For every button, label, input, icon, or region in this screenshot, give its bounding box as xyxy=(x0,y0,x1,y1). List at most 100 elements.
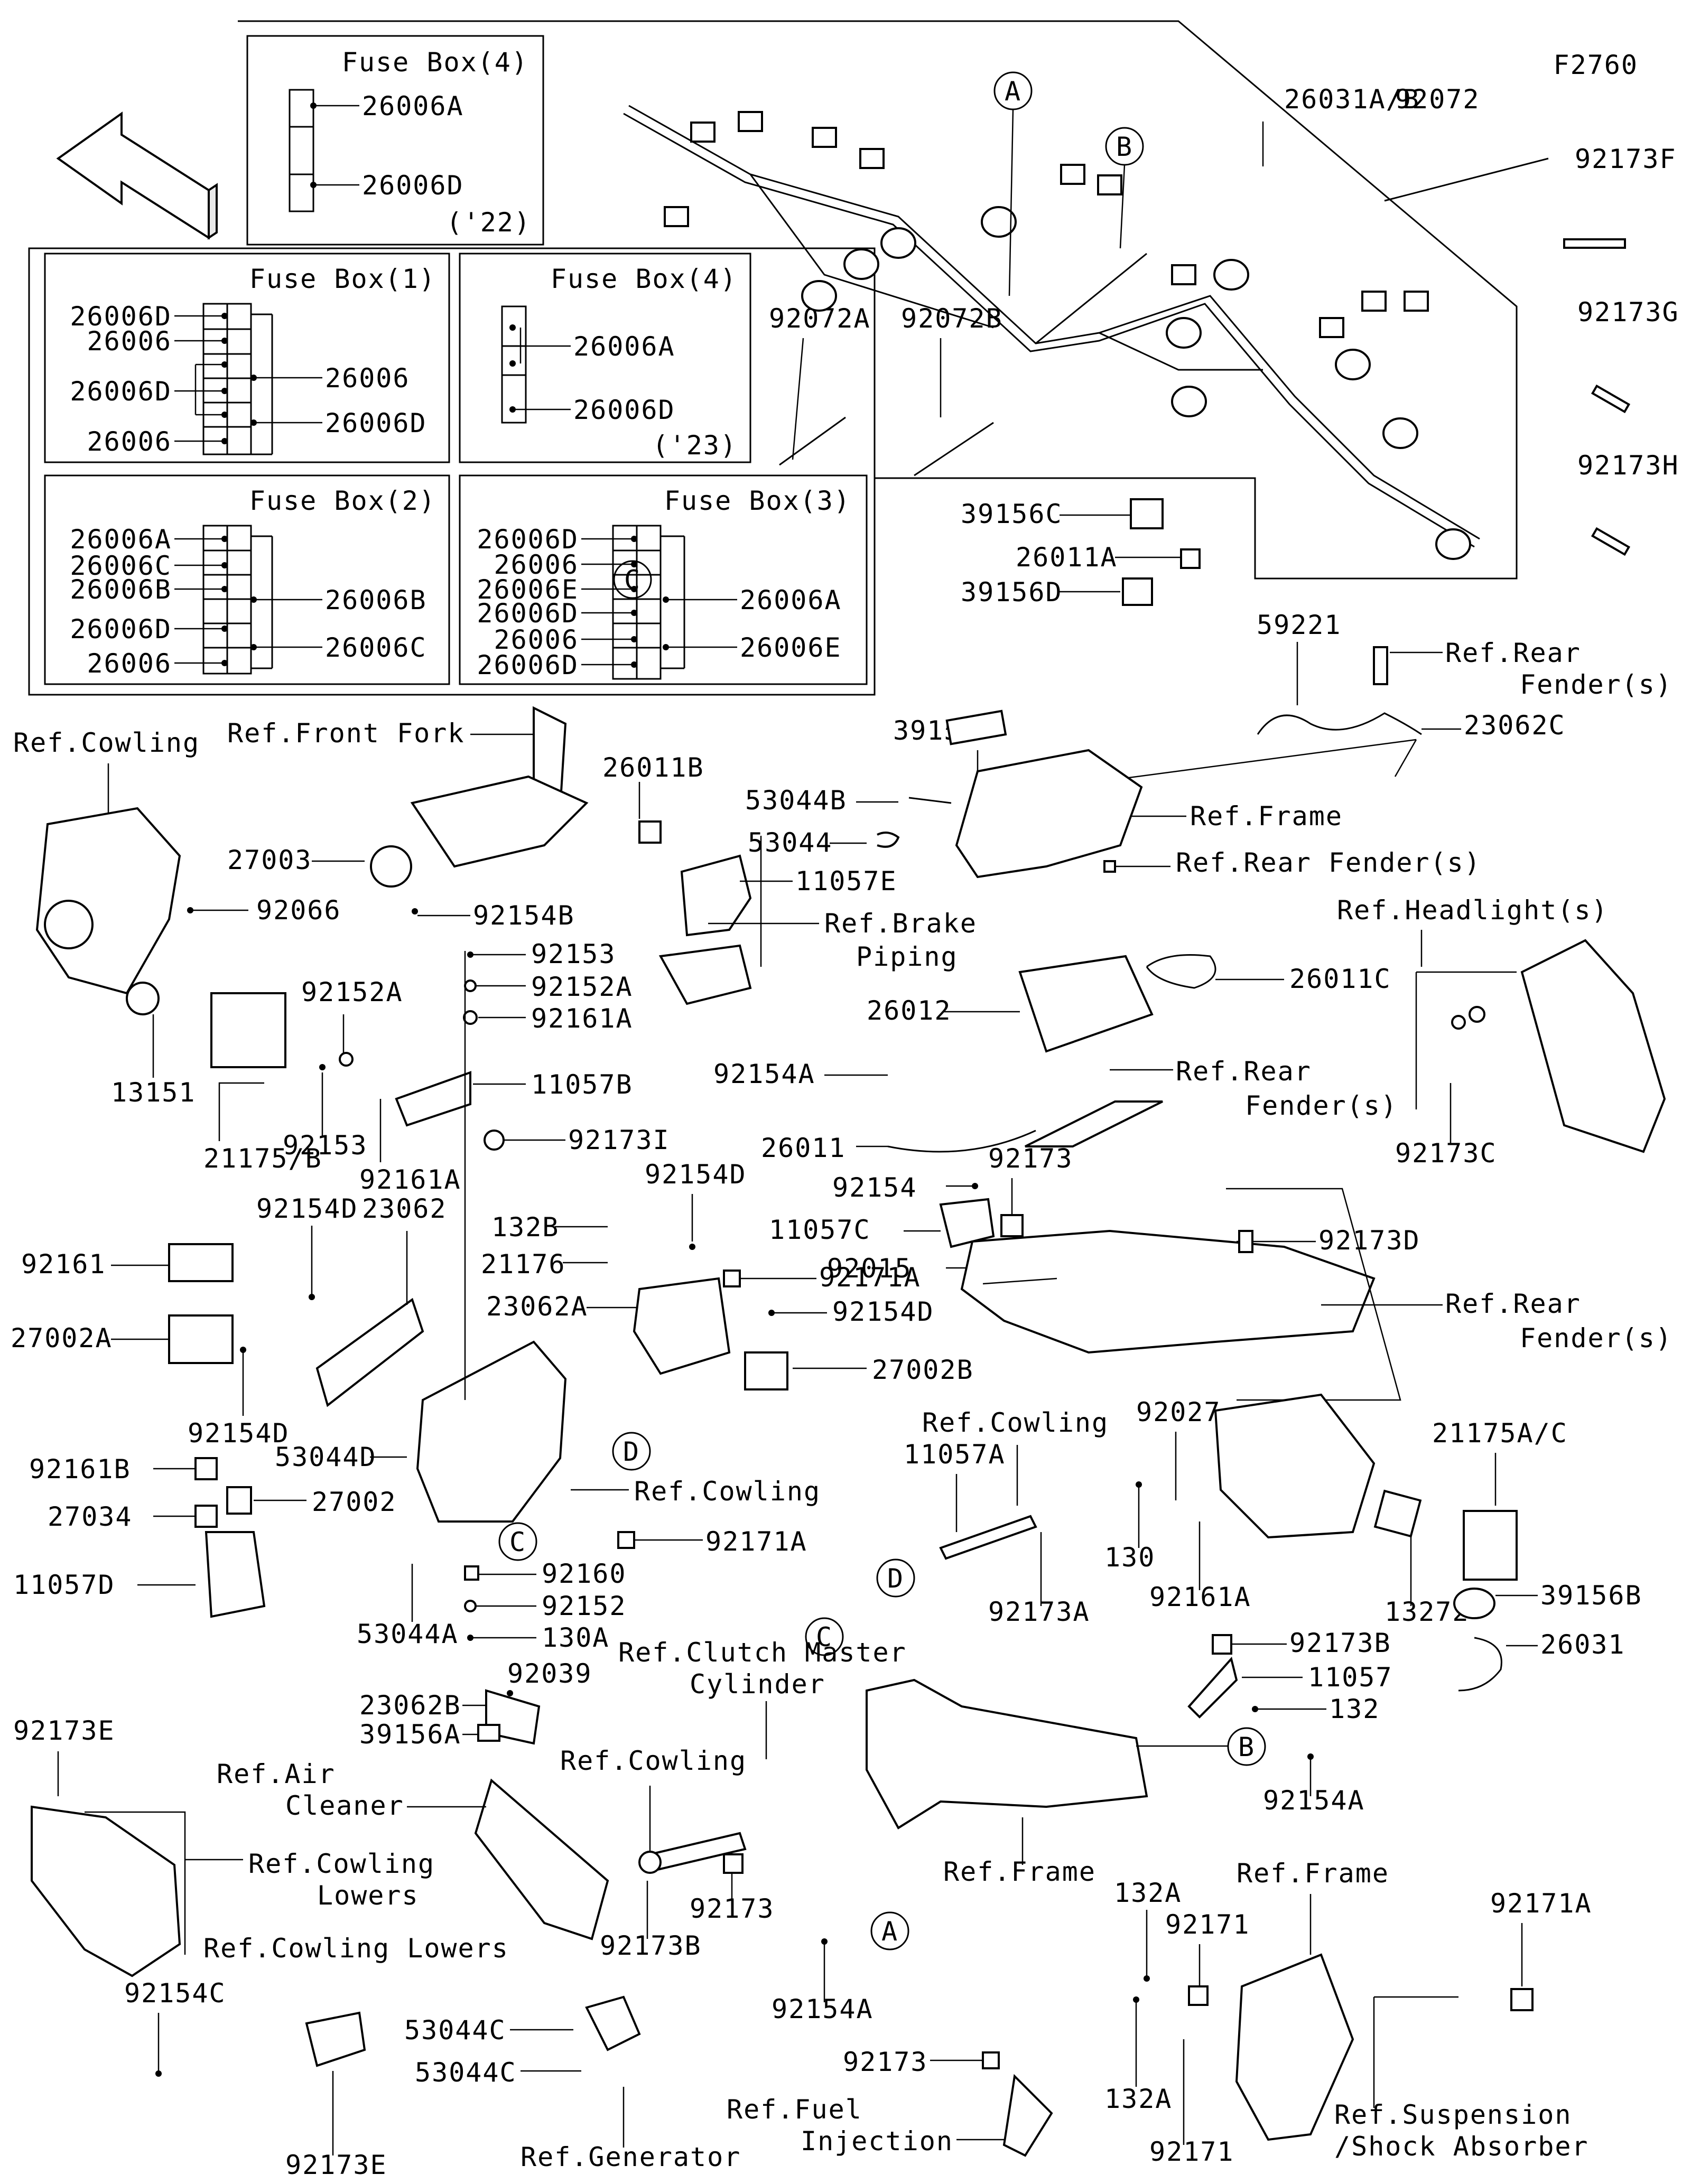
leader-dot xyxy=(663,644,669,650)
grommet-part xyxy=(1130,498,1164,529)
callout-letter: B xyxy=(1238,1732,1255,1762)
part-label-l92173d: 92173D xyxy=(1318,1225,1420,1256)
fuse-label: 26006D xyxy=(477,524,579,555)
leader-dot xyxy=(221,313,228,319)
part-label-lRefRearFender3b: Fender(s) xyxy=(1245,1090,1398,1121)
part-label-l92171a3: 92171A xyxy=(1490,1888,1592,1919)
leader-dot xyxy=(221,626,228,632)
leader-dot xyxy=(250,644,257,650)
regulator-21175ac xyxy=(1463,1510,1518,1581)
leader-dot xyxy=(250,375,257,381)
fuse-label: 26006 xyxy=(87,326,172,357)
part-label-lRefRearFender4: Ref.Rear xyxy=(1445,1289,1581,1319)
leader-dot xyxy=(1307,1753,1314,1760)
part-label-l92152: 92152 xyxy=(542,1591,627,1621)
leader-line xyxy=(1008,109,1014,296)
part-label-l13151: 13151 xyxy=(111,1077,196,1108)
fuse-label: 26006A xyxy=(70,524,172,555)
part-label-l26011c: 26011C xyxy=(1289,964,1391,994)
leader-line xyxy=(914,422,994,477)
part-label-l92154b: 92154B xyxy=(473,900,575,931)
part-label-l92171a: 92171A xyxy=(819,1262,921,1293)
fuse-box-note: ('23) xyxy=(652,430,737,461)
part-label-l132a: 132A xyxy=(1114,1878,1182,1908)
part-label-lRefFrame3: Ref.Frame xyxy=(1237,1858,1389,1889)
washer-part xyxy=(463,1010,478,1025)
part-label-l92154c: 92154C xyxy=(124,1978,226,2009)
bracket-11057d xyxy=(205,1531,266,1618)
leader-dot xyxy=(221,562,228,568)
fuse-label: 26006 xyxy=(494,624,579,655)
part-label-l92154a3: 92154A xyxy=(772,1994,874,2024)
collar-part xyxy=(464,1565,479,1581)
part-label-l26012: 26012 xyxy=(867,995,952,1026)
callout-circle xyxy=(498,1522,537,1561)
connector-part xyxy=(664,206,689,227)
part-label-lRefFrame2: Ref.Frame xyxy=(943,1856,1096,1887)
fuse-label: 26006E xyxy=(477,574,579,605)
rubber-sheet xyxy=(1025,1100,1163,1147)
part-label-lRefCowlingLowersb: Lowers xyxy=(317,1880,419,1911)
part-label-l92161: 92161 xyxy=(21,1249,106,1280)
figure-code: F2760 xyxy=(1553,50,1638,80)
fuse-label: 26006B xyxy=(325,585,427,615)
part-label-l92161b: 92161B xyxy=(29,1454,131,1485)
fuse-label: 26006 xyxy=(87,648,172,679)
fuse-box-2-title: Fuse Box(2) xyxy=(249,486,436,516)
leader-dot xyxy=(250,419,257,426)
nut-part xyxy=(1103,860,1116,873)
part-label-l39156a: 39156A xyxy=(359,1719,461,1750)
part-label-l26011b: 26011B xyxy=(602,752,704,783)
part-label-l92173i: 92173I xyxy=(568,1125,670,1155)
washer-part xyxy=(1469,1006,1485,1023)
leader-dot xyxy=(509,360,516,367)
washer-part xyxy=(1451,1015,1466,1030)
part-label-l92173: 92173 xyxy=(988,1143,1073,1174)
fuse-label: 26006A xyxy=(740,585,842,615)
wire-harness-b xyxy=(623,113,1475,548)
part-label-l92154d: 92154D xyxy=(645,1159,747,1190)
part-label-l92161a2: 92161A xyxy=(359,1164,461,1195)
pin-part xyxy=(1591,527,1631,556)
part-label-l92173h: 92173H xyxy=(1577,450,1679,481)
leader-dot xyxy=(1252,1706,1258,1712)
part-label-l11057c: 11057C xyxy=(769,1215,871,1245)
connector-part xyxy=(1171,264,1196,285)
connector-part xyxy=(812,127,837,148)
front-arrow xyxy=(56,111,210,240)
leader-dot xyxy=(221,438,228,444)
bracket-11057e xyxy=(680,854,752,937)
callout-letter: D xyxy=(623,1436,640,1467)
part-label-lRefGenerator: Ref.Generator xyxy=(521,2142,741,2172)
leader-dot xyxy=(689,1244,695,1250)
part-label-lRefRearFender3: Ref.Rear xyxy=(1176,1056,1312,1087)
connector-part xyxy=(1171,386,1207,417)
part-label-l11057: 11057 xyxy=(1308,1662,1393,1693)
clip-part xyxy=(617,1531,635,1549)
fuse-label: 26006 xyxy=(325,363,410,394)
fuse-block xyxy=(501,305,527,424)
clip-53044 xyxy=(877,832,900,848)
brake-bracket xyxy=(658,944,752,1005)
leader-dot xyxy=(221,388,228,394)
fuse-label: 26006D xyxy=(70,614,172,645)
grommet-39156a xyxy=(477,1724,500,1742)
leader-dot xyxy=(1136,1481,1142,1488)
part-label-lRefClutchb: Cylinder xyxy=(690,1669,825,1700)
part-label-lRefHeadlight: Ref.Headlight(s) xyxy=(1337,895,1609,926)
leader-dot xyxy=(631,586,637,592)
part-label-l92173_3: 92173 xyxy=(843,2047,928,2077)
nut-part xyxy=(1238,1230,1253,1253)
fuse-box-3-panel xyxy=(459,474,868,685)
part-label-lRefAir: Ref.Air xyxy=(217,1759,336,1789)
grommet-39156b xyxy=(1453,1588,1495,1619)
connector-part xyxy=(1097,174,1122,195)
leader-line xyxy=(1384,157,1549,202)
leader-dot xyxy=(250,596,257,603)
part-label-l92153b: 92153 xyxy=(283,1130,368,1161)
part-label-l92154a: 92154A xyxy=(713,1059,815,1089)
part-label-l27034: 27034 xyxy=(48,1501,133,1532)
part-label-l130a: 130A xyxy=(542,1622,609,1653)
main-bracket xyxy=(416,1340,567,1523)
part-label-lRefFuelb: Injection xyxy=(801,2126,953,2157)
